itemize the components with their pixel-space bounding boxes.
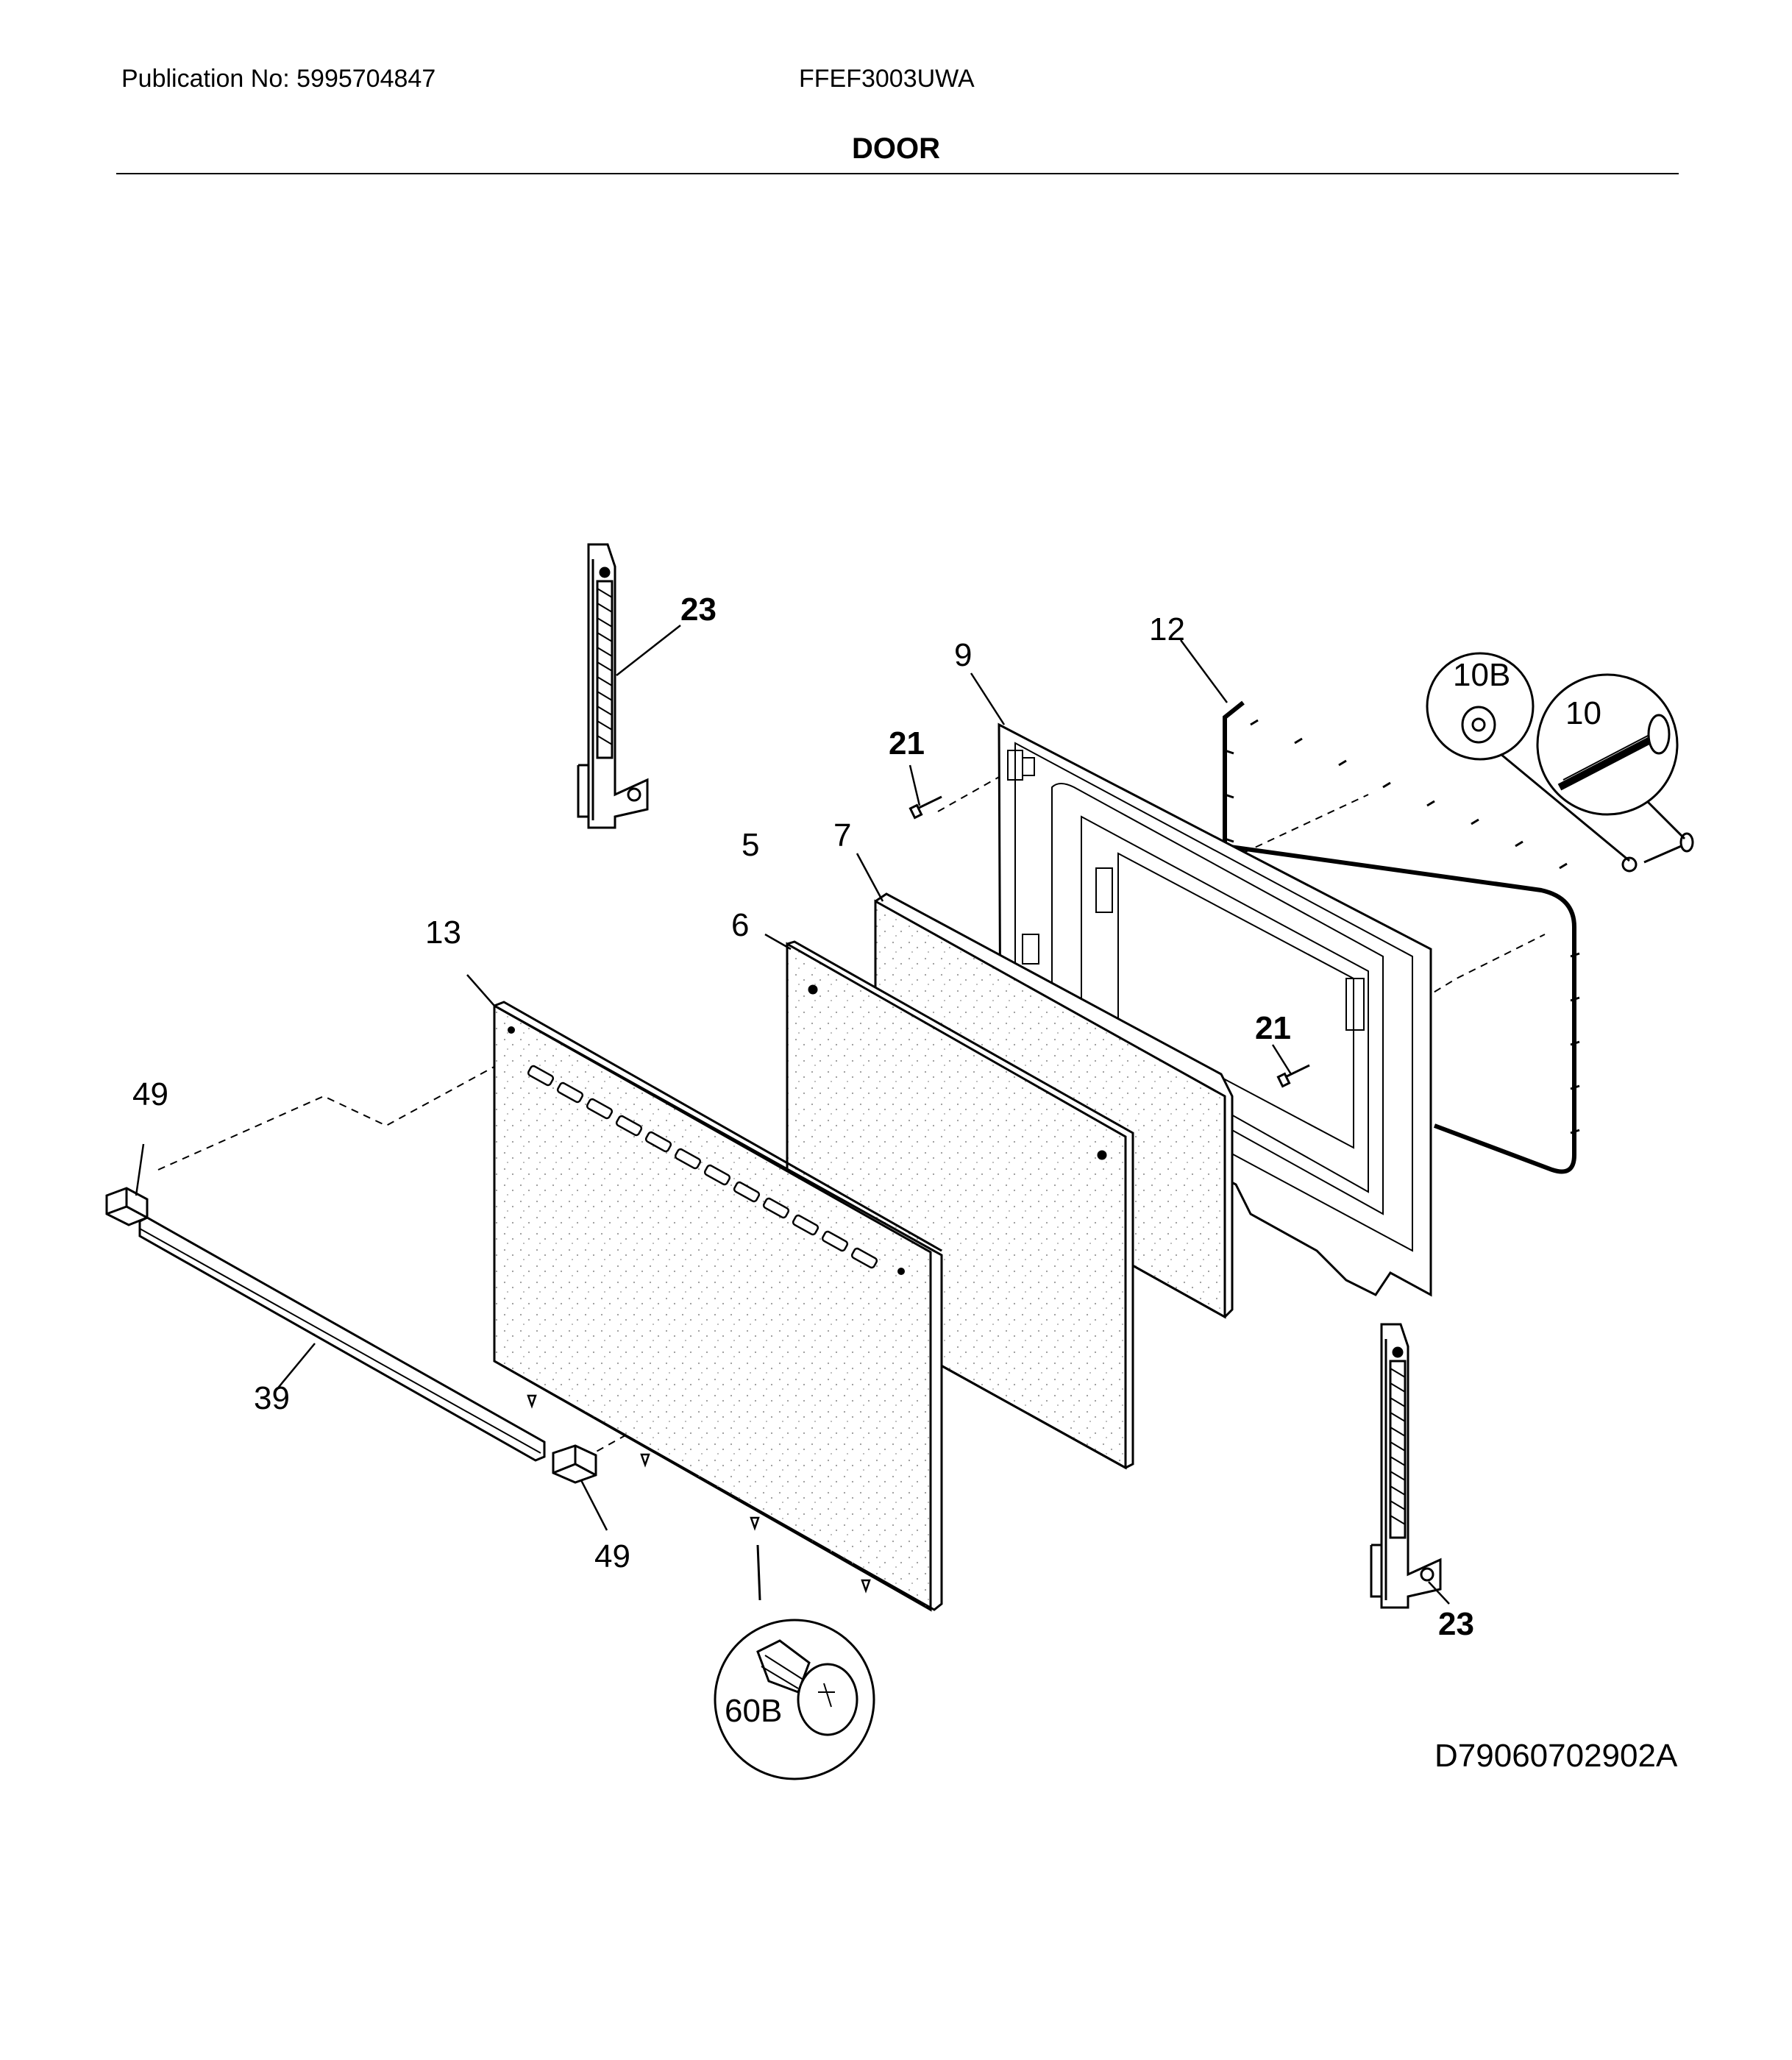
callout-7: 7 — [833, 817, 851, 853]
pin-top — [909, 795, 942, 820]
callout-labels: 23 9 12 10B 10 21 5 7 6 13 21 49 39 49 2… — [132, 592, 1601, 1729]
leader-lines — [135, 625, 1450, 1605]
callout-23-top: 23 — [680, 592, 717, 628]
panel-screws — [527, 1394, 871, 1594]
header-rule — [116, 173, 1679, 174]
end-cap-right — [552, 1444, 597, 1484]
callout-9: 9 — [954, 637, 972, 673]
callout-10b: 10B — [1453, 657, 1510, 693]
outer-door-panel — [493, 1001, 943, 1612]
callout-10: 10 — [1565, 695, 1601, 731]
callout-21-right: 21 — [1255, 1010, 1291, 1046]
door-glass — [786, 940, 1134, 1470]
callout-12: 12 — [1149, 611, 1185, 647]
model-number: FFEF3003UWA — [799, 65, 975, 93]
hinge-top — [577, 543, 649, 829]
publication-number: Publication No: 5995704847 — [121, 65, 436, 93]
door-gasket — [1223, 700, 1576, 1174]
end-cap-left — [105, 1187, 149, 1226]
callout-49-left: 49 — [132, 1076, 168, 1112]
drawing-number: D79060702902A — [1434, 1738, 1678, 1774]
callout-6: 6 — [731, 907, 749, 943]
callout-21-top: 21 — [889, 725, 925, 761]
callout-49-right: 49 — [594, 1538, 630, 1574]
callout-60b: 60B — [725, 1693, 782, 1729]
detail-screw-60b — [714, 1544, 875, 1780]
screw-washer-assembly — [1621, 832, 1694, 873]
callout-13: 13 — [425, 914, 461, 951]
door-trim — [138, 1216, 546, 1462]
detail-screw-10 — [1536, 673, 1686, 840]
detail-washer-10b — [1426, 652, 1630, 862]
door-screw-holes — [508, 1026, 905, 1275]
gasket-clips — [1224, 719, 1580, 1134]
door-vents — [527, 1065, 878, 1269]
pin-right — [1276, 1064, 1310, 1088]
section-title: DOOR — [852, 132, 940, 165]
callout-5: 5 — [742, 827, 759, 863]
callout-39: 39 — [254, 1380, 290, 1416]
hinge-bottom — [1370, 1323, 1442, 1609]
callout-23-bottom: 23 — [1438, 1606, 1474, 1642]
inner-door — [998, 722, 1432, 1297]
